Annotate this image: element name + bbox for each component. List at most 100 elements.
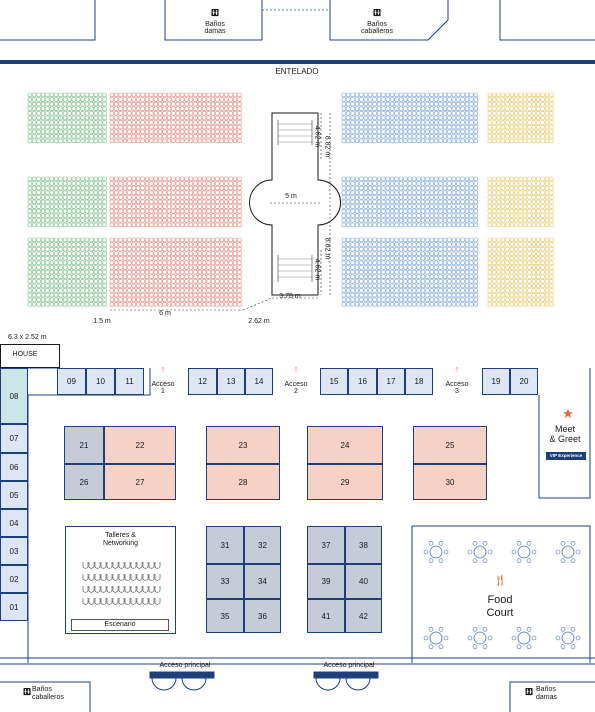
seat-block	[109, 176, 242, 228]
workshop-chair	[142, 586, 149, 593]
backdrop-label: ENTELADO	[275, 67, 319, 76]
main-access-left-label: Acceso principal	[159, 662, 211, 669]
booth-40[interactable]: 40	[345, 564, 382, 599]
booth-31[interactable]: 31	[206, 526, 244, 564]
booth-15[interactable]: 15	[320, 368, 348, 395]
workshop-chair	[82, 598, 89, 605]
runway-bottom-total-dim: 8.82 m	[323, 237, 331, 260]
access-2-arrow-icon: ↑	[293, 364, 299, 374]
restroom-women-bottom-icon: 🚻︎	[524, 689, 534, 696]
food-court-tables	[423, 540, 581, 649]
booth-39[interactable]: 39	[307, 564, 345, 599]
booth-19[interactable]: 19	[482, 368, 510, 395]
workshop-chair	[154, 574, 161, 581]
booth-10[interactable]: 10	[86, 368, 115, 395]
workshop-chair	[124, 598, 131, 605]
booth-25[interactable]: 25	[413, 426, 487, 464]
round-table	[511, 627, 537, 649]
booth-11[interactable]: 11	[115, 368, 144, 395]
workshop-chair	[100, 586, 107, 593]
workshop-chair	[82, 586, 89, 593]
workshop-chair	[148, 586, 155, 593]
booth-04[interactable]: 04	[0, 509, 28, 537]
seat-block	[27, 237, 107, 307]
workshop-chair	[100, 574, 107, 581]
access-1-arrow-icon: ↑	[160, 364, 166, 374]
workshop-chair	[118, 562, 125, 569]
workshop-chair	[88, 598, 95, 605]
booth-18[interactable]: 18	[405, 368, 433, 395]
restroom-women-label: Baños damas	[204, 21, 226, 35]
restroom-men-label: Baños caballeros	[361, 21, 393, 35]
booth-27[interactable]: 27	[104, 464, 176, 500]
seat-block	[341, 176, 478, 228]
workshop-chair	[148, 562, 155, 569]
round-table	[467, 540, 493, 564]
booth-42[interactable]: 42	[345, 599, 382, 633]
seat-block	[27, 92, 107, 144]
vip-badge: VIP Experience	[546, 452, 586, 460]
workshop-chair	[82, 562, 89, 569]
workshop-chair	[130, 586, 137, 593]
booth-06[interactable]: 06	[0, 453, 28, 481]
booth-16[interactable]: 16	[348, 368, 377, 395]
workshop-chair	[142, 598, 149, 605]
star-icon: ★	[562, 406, 574, 421]
booth-02[interactable]: 02	[0, 565, 28, 593]
booth-29[interactable]: 29	[307, 464, 383, 500]
booth-37[interactable]: 37	[307, 526, 345, 564]
booth-34[interactable]: 34	[244, 564, 281, 599]
workshop-chair	[154, 586, 161, 593]
round-table	[467, 627, 493, 649]
workshop-chair	[154, 598, 161, 605]
workshop-chair	[118, 598, 125, 605]
booth-05[interactable]: 05	[0, 481, 28, 509]
booth-24[interactable]: 24	[307, 426, 383, 464]
runway-width-dim: 5 m	[285, 193, 297, 200]
workshop-seating	[82, 562, 161, 605]
booth-23[interactable]: 23	[206, 426, 280, 464]
workshop-chair	[148, 598, 155, 605]
talleres-title: Talleres & Networking	[102, 532, 138, 547]
booth-41[interactable]: 41	[307, 599, 345, 633]
runway-top-length-dim: 4.62 m	[313, 125, 321, 148]
booth-07[interactable]: 07	[0, 424, 28, 453]
booth-13[interactable]: 13	[217, 368, 245, 395]
workshop-chair	[142, 562, 149, 569]
seat-block	[341, 92, 478, 144]
booth-09[interactable]: 09	[57, 368, 86, 395]
booth-03[interactable]: 03	[0, 537, 28, 565]
booth-38[interactable]: 38	[345, 526, 382, 564]
booth-32[interactable]: 32	[244, 526, 281, 564]
workshop-chair	[136, 598, 143, 605]
booth-17[interactable]: 17	[377, 368, 405, 395]
booth-35[interactable]: 35	[206, 599, 244, 633]
seating-area	[27, 92, 554, 307]
booth-20[interactable]: 20	[510, 368, 538, 395]
booth-30[interactable]: 30	[413, 464, 487, 500]
house-label: HOUSE	[12, 351, 38, 358]
seat-block	[341, 237, 478, 307]
block-width-dim: 6 m	[159, 310, 171, 317]
booth-28[interactable]: 28	[206, 464, 280, 500]
fork-knife-icon: 🍴︎	[493, 575, 507, 587]
booth-22[interactable]: 22	[104, 426, 176, 464]
workshop-chair	[94, 574, 101, 581]
workshop-chair	[106, 562, 113, 569]
workshop-chair	[94, 598, 101, 605]
talleres-room[interactable]	[65, 526, 176, 634]
booth-12[interactable]: 12	[188, 368, 217, 395]
booth-26[interactable]: 26	[64, 464, 104, 500]
booth-08[interactable]: 08	[0, 368, 28, 424]
round-table	[511, 540, 537, 564]
booth-33[interactable]: 33	[206, 564, 244, 599]
seat-block	[109, 237, 242, 307]
booth-36[interactable]: 36	[244, 599, 281, 633]
booth-14[interactable]: 14	[245, 368, 273, 395]
workshop-chair	[118, 574, 125, 581]
booth-01[interactable]: 01	[0, 593, 28, 621]
workshop-chair	[136, 574, 143, 581]
runway-bottom-length-dim: 4.62 m	[313, 258, 321, 281]
house-size-label: 6.3 x 2.52 m	[8, 334, 47, 341]
booth-21[interactable]: 21	[64, 426, 104, 464]
